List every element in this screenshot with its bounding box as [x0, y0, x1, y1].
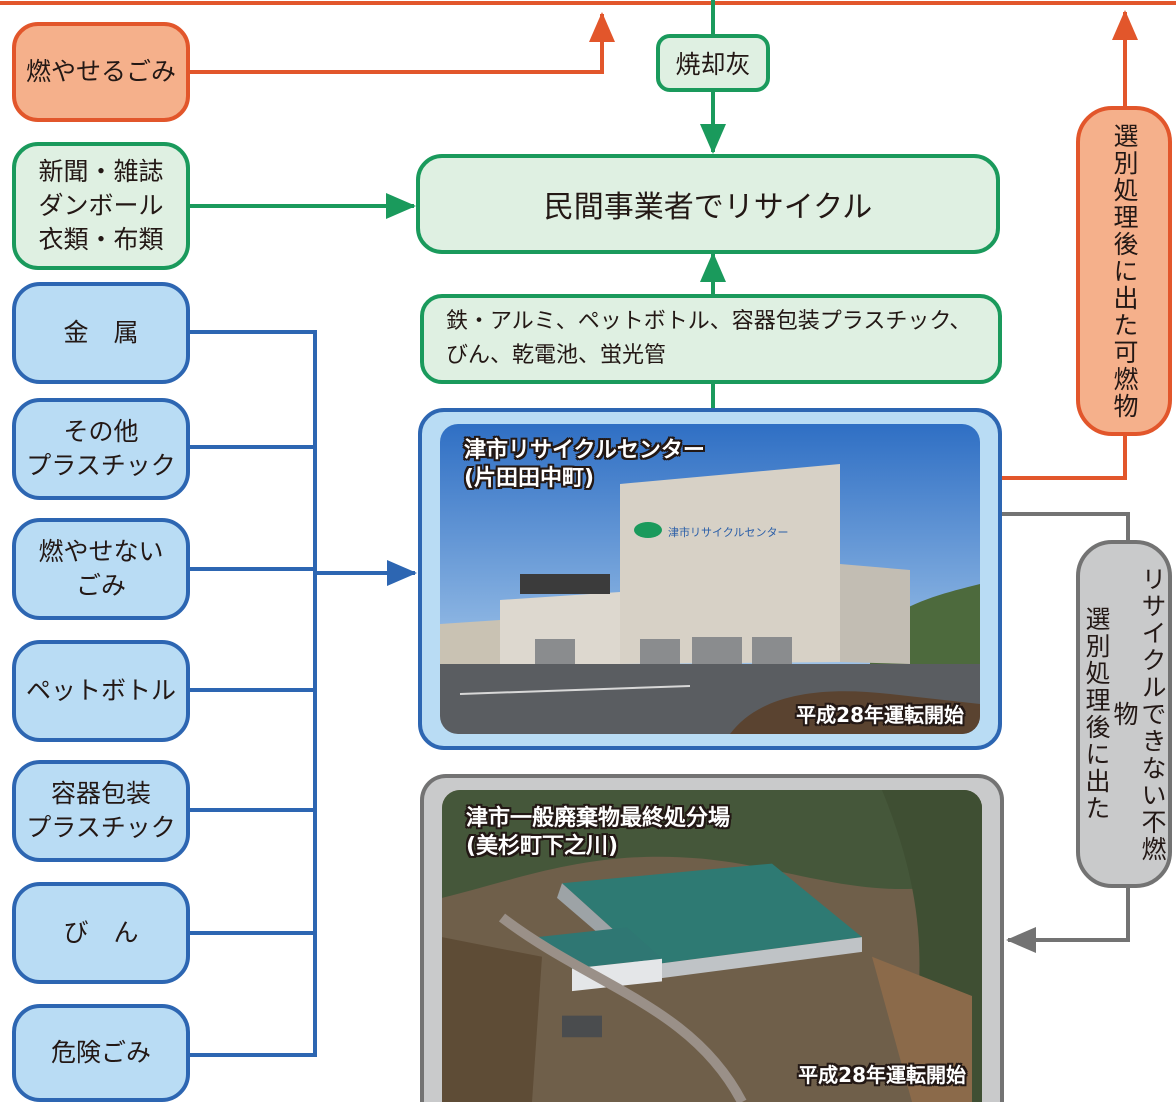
center-to-burnable-residue-line: [1002, 436, 1127, 480]
hazardous-waste-box: 危険ごみ: [12, 1004, 190, 1102]
nonrecyclable-residue-box: 選別処理後に出た リサイクルできない不燃物: [1076, 540, 1172, 888]
glass-bottle-label: び ん: [63, 918, 139, 947]
other-plastic-box: その他 プラスチック: [12, 398, 190, 500]
hazardous-waste-label: 危険ごみ: [50, 1038, 151, 1067]
recycle-materials-line-2: びん、乾電池、蛍光管: [446, 343, 667, 368]
landfill-place: (美杉町下之川): [466, 834, 619, 859]
recycle-materials-line-1: 鉄・アルミ、ペットボトル、容器包装プラスチック、: [446, 309, 972, 334]
container-label-1: 容器包装: [50, 779, 151, 808]
container-plastic-box: 容器包装 プラスチック: [12, 760, 190, 862]
landfill-photo: [442, 790, 982, 1102]
container-label-2: プラスチック: [26, 813, 176, 842]
recycle-materials-box: 鉄・アルミ、ペットボトル、容器包装プラスチック、 びん、乾電池、蛍光管: [420, 294, 1002, 384]
paper-label-clothes: 衣類・布類: [38, 225, 164, 254]
paper-label-cardboard: ダンボール: [38, 191, 164, 220]
nonrecyclable-residue-label-2: リサイクルできない不燃物: [1110, 565, 1167, 863]
recycle-center-start-note: 平成28年運転開始: [796, 703, 964, 727]
paper-cloth-box: 新聞・雑誌 ダンボール 衣類・布類: [12, 142, 190, 270]
metal-box: 金 属: [12, 282, 190, 384]
burnable-residue-label: 選別処理後に出た可燃物: [1110, 122, 1139, 420]
recycle-center-name: 津市リサイクルセンター: [464, 438, 705, 463]
other-plastic-label-2: プラスチック: [26, 451, 176, 480]
recycle-center-photo: 津市リサイクルセンター: [440, 424, 980, 734]
building-sign-text: 津市リサイクルセンター: [668, 525, 788, 539]
recycle-center-panel: 津市リサイクルセンター 津市リサイクルセンター (片田田中町) 平成28年運転開…: [418, 408, 1002, 750]
private-recycle-box: 民間事業者でリサイクル: [416, 154, 1000, 254]
landfill-name: 津市一般廃棄物最終処分場: [466, 806, 731, 831]
burnable-to-top-arrow: [190, 12, 615, 74]
incineration-ash-box: 焼却灰: [656, 34, 770, 92]
other-plastic-label-1: その他: [63, 417, 139, 446]
recycle-center-building-image: 津市リサイクルセンター: [440, 424, 980, 734]
landfill-panel: 津市一般廃棄物最終処分場 (美杉町下之川) 平成28年運転開始: [420, 774, 1004, 1102]
glass-bottle-box: び ん: [12, 882, 190, 984]
nonrecyclable-residue-label-1: 選別処理後に出た: [1082, 606, 1111, 822]
center-to-nonrecyclable-line: [1002, 512, 1130, 540]
landfill-start-note: 平成28年運転開始: [798, 1063, 966, 1087]
pet-bottle-box: ペットボトル: [12, 640, 190, 742]
nonrecyclable-to-landfill-arrow: [1006, 888, 1130, 953]
private-recycle-label: 民間事業者でリサイクル: [543, 190, 873, 225]
nonburnable-label-1: 燃やせない: [38, 537, 164, 566]
burnable-residue-box: 選別処理後に出た可燃物: [1076, 106, 1172, 436]
pet-bottle-label: ペットボトル: [25, 676, 176, 705]
nonburnable-label-2: ごみ: [75, 571, 126, 600]
burnable-waste-label: 燃やせるごみ: [25, 57, 176, 86]
burnable-waste-box: 燃やせるごみ: [12, 22, 190, 122]
recycle-center-place: (片田田中町): [464, 466, 595, 491]
nonburnable-waste-box: 燃やせない ごみ: [12, 518, 190, 620]
landfill-aerial-image: [442, 790, 982, 1102]
metal-label: 金 属: [63, 318, 139, 347]
paper-label-newspaper: 新聞・雑誌: [38, 157, 164, 186]
sorted-sources-bus: [190, 330, 317, 1057]
incineration-ash-label: 焼却灰: [675, 50, 751, 79]
